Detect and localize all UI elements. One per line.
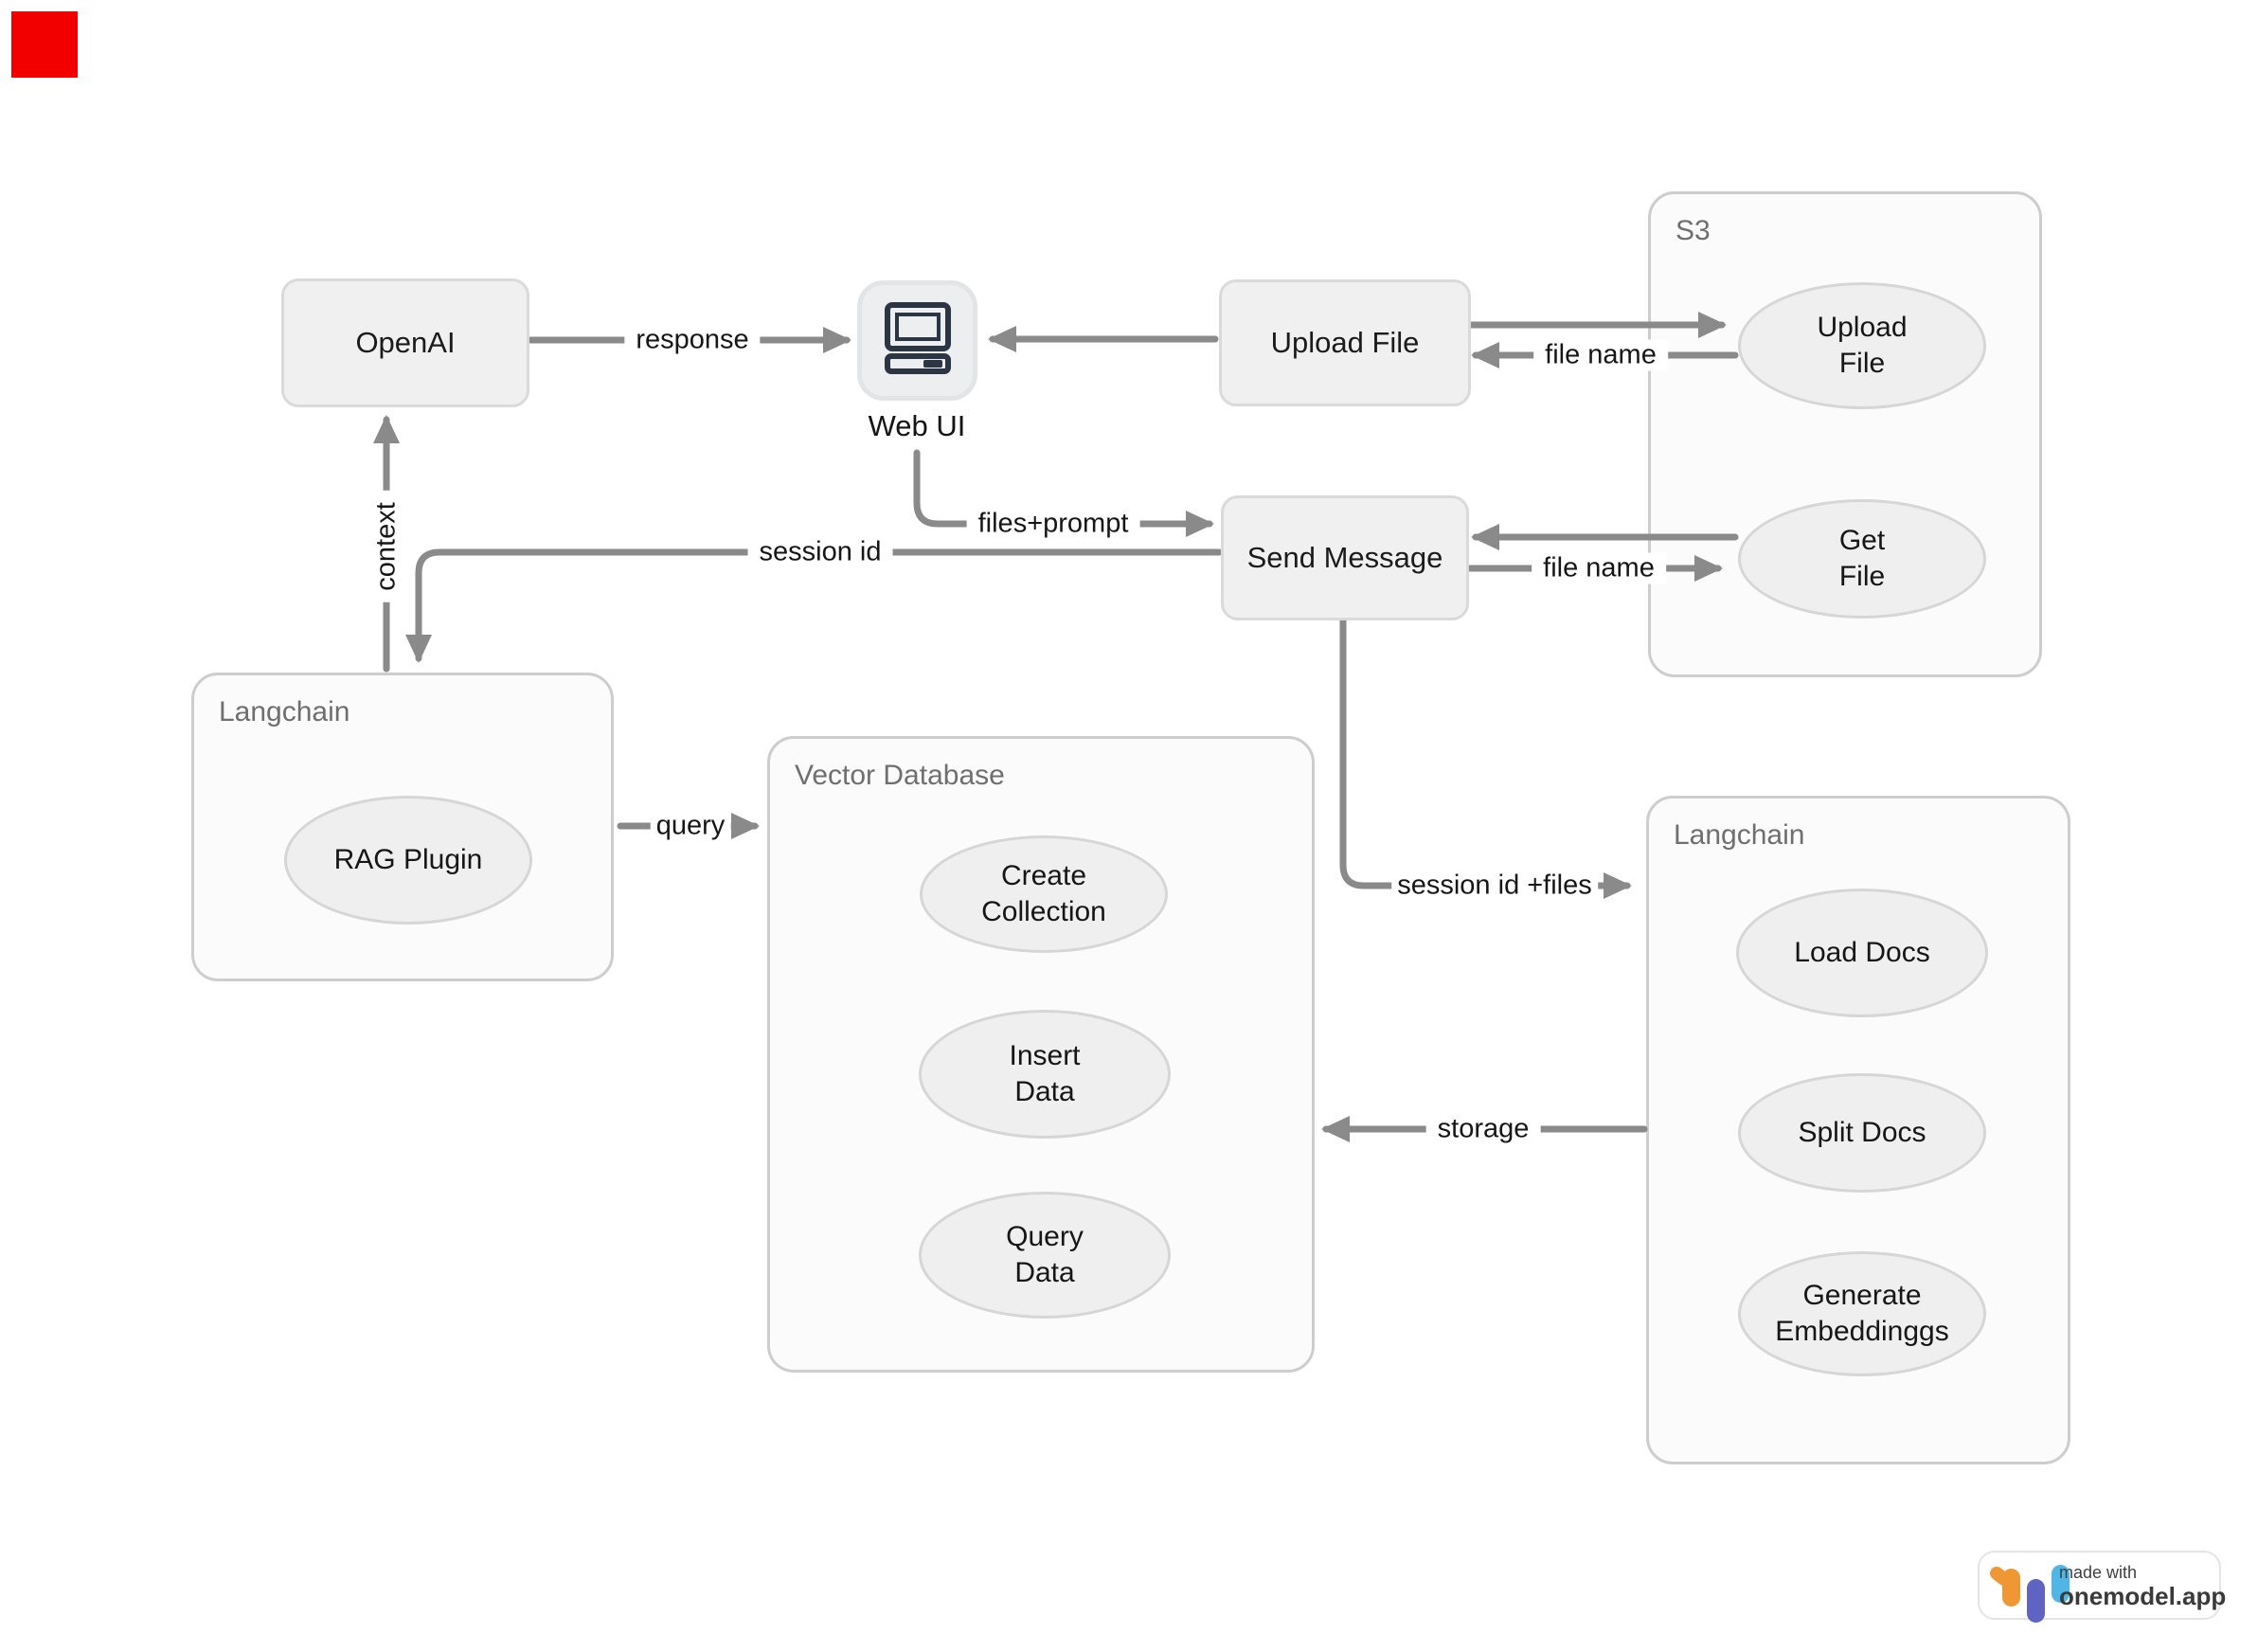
langchain-right-container: Langchain Load Docs Split Docs Generate … [1646,796,2070,1464]
s3-get-file-line1: Get [1838,525,1886,556]
create-collection-line1: Create [1000,860,1087,891]
create-collection-line2: Collection [981,896,1106,927]
edge-label-files-prompt: files+prompt [966,508,1140,540]
edge-label-session-id: session id [747,536,893,568]
web-ui-label: Web UI [868,409,966,442]
send-message-node: Send Message [1221,495,1469,620]
query-data-ellipse: Query Data [919,1192,1171,1319]
insert-data-ellipse: Insert Data [919,1010,1171,1139]
s3-get-file-line2: File [1838,561,1886,592]
generate-embeddings-line1: Generate [1802,1280,1922,1311]
red-marker [11,11,78,78]
edge-label-response: response [624,324,761,356]
s3-upload-file-line2: File [1838,348,1886,379]
computer-icon [884,301,951,374]
edge-label-file-name-get: file name [1532,552,1666,584]
vector-database-title: Vector Database [795,760,1005,791]
edge-session-id [405,548,1223,663]
openai-node: OpenAI [281,278,529,407]
s3-upload-file-line1: Upload [1817,312,1908,343]
generate-embeddings-ellipse: Generate Embeddinggs [1738,1251,1986,1376]
edge-files-prompt [913,449,1214,537]
web-ui-node [857,280,977,401]
brand-text: onemodel.app [2059,1582,2227,1610]
onemodel-badge[interactable]: made with onemodel.app [1978,1551,2226,1623]
edge-label-query: query [650,810,731,842]
edge-label-file-name-upload: file name [1533,339,1668,371]
query-data-line1: Query [1006,1221,1084,1252]
edge-label-context: context [370,491,403,602]
load-docs-ellipse: Load Docs [1736,889,1988,1017]
vector-database-container: Vector Database Create Collection Insert… [767,736,1315,1373]
edge-label-storage: storage [1425,1113,1541,1145]
s3-upload-file-ellipse: Upload File [1738,282,1986,409]
langchain-right-title: Langchain [1674,819,1805,851]
s3-get-file-ellipse: Get File [1738,499,1986,619]
generate-embeddings-line2: Embeddinggs [1775,1316,1949,1347]
edge-session-id-files [1339,613,1632,899]
split-docs-ellipse: Split Docs [1738,1073,1986,1193]
insert-data-line2: Data [1014,1076,1075,1107]
upload-file-node: Upload File [1219,279,1471,406]
s3-title: S3 [1676,215,1711,246]
langchain-left-title: Langchain [219,696,350,727]
split-docs-label: Split Docs [1798,1117,1926,1148]
insert-data-line1: Insert [1009,1040,1081,1071]
query-data-line2: Data [1014,1257,1075,1288]
load-docs-label: Load Docs [1794,937,1930,968]
made-with-text: made with [2059,1563,2138,1582]
edge-label-session-id-files: session id +files [1391,870,1598,902]
rag-plugin-label: RAG Plugin [333,844,483,875]
s3-container: S3 Upload File Get File [1648,191,2042,677]
rag-plugin-ellipse: RAG Plugin [284,796,532,925]
create-collection-ellipse: Create Collection [920,835,1168,953]
langchain-left-container: Langchain RAG Plugin [191,673,614,981]
